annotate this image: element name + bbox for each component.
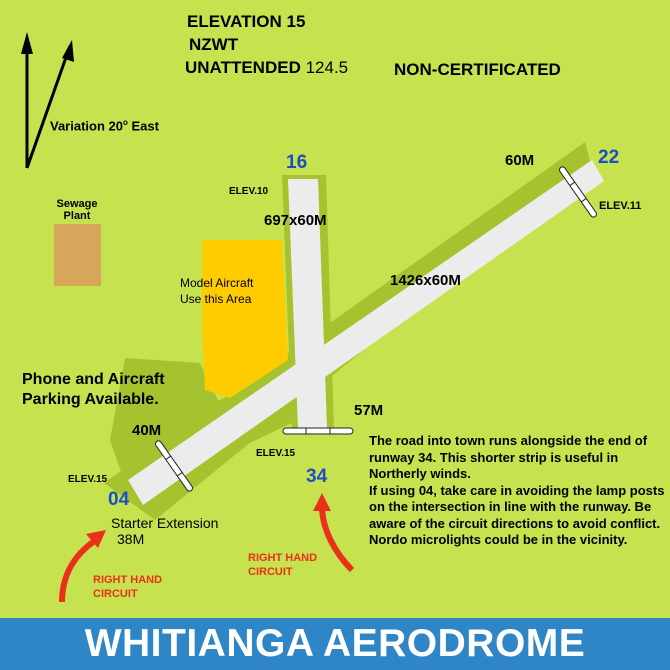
map-graphics	[21, 32, 604, 603]
elevation-16: ELEV.10	[229, 186, 269, 197]
variation-degree: o	[122, 118, 128, 127]
runway-34-width: 57M	[354, 402, 384, 419]
sewage-plant-label: Sewage Plant	[56, 198, 98, 222]
runway-04-22-dimensions: 1426x60M	[390, 272, 461, 289]
unattended-text: UNATTENDED	[185, 58, 301, 77]
starter-extension-length: 38M	[117, 531, 145, 547]
model-aircraft-label: Model Aircraft Use this Area	[180, 276, 254, 306]
airport-code: NZWT	[189, 35, 239, 54]
unattended-label: UNATTENDED 124.5	[185, 58, 348, 78]
elevation-04: ELEV.15	[68, 474, 108, 485]
runway-end-16: 16	[286, 152, 308, 173]
aerodrome-title: WHITIANGA AERODROME	[84, 622, 586, 665]
sewage-plant-area	[54, 224, 101, 286]
elevation-22: ELEV.11	[599, 200, 642, 212]
circuit-label-right: RIGHT HAND CIRCUIT	[248, 552, 318, 578]
runway-04-width: 40M	[132, 422, 162, 439]
elevation-34: ELEV.15	[256, 448, 296, 459]
variation-east: East	[127, 118, 159, 134]
footer-title-bar: WHITIANGA AERODROME	[0, 618, 670, 670]
runway-22-width: 60M	[505, 152, 535, 169]
true-north-arrowhead-icon	[21, 32, 33, 54]
note-paragraph-road: The road into town runs alongside the en…	[369, 433, 648, 481]
runway-end-34: 34	[306, 466, 328, 487]
map-background	[0, 0, 670, 618]
circuit-arrow-left-icon	[59, 537, 98, 603]
grass-strip-parking	[110, 358, 298, 492]
certification-label: NON-CERTIFICATED	[394, 60, 561, 79]
runway-end-04: 04	[108, 489, 130, 510]
note-paragraph-caution: If using 04, take care in avoiding the l…	[369, 482, 665, 548]
runway-end-22: 22	[598, 147, 620, 168]
circuit-arrowhead-left-icon	[86, 530, 106, 548]
threshold-marker-22	[559, 166, 597, 218]
north-arrow-icon	[25, 42, 72, 169]
variation-label: Variation 20o East	[50, 118, 159, 133]
threshold-marker-04	[155, 440, 193, 492]
variation-text: Variation 20	[50, 118, 123, 134]
circuit-arrowhead-right-icon	[313, 493, 331, 511]
runway-04-22	[128, 160, 604, 505]
model-aircraft-area	[202, 240, 288, 398]
aerodrome-note: The road into town runs alongside the en…	[369, 433, 667, 549]
frequency: 124.5	[305, 58, 349, 77]
circuit-label-left: RIGHT HAND CIRCUIT	[93, 574, 163, 600]
threshold-marker-34	[282, 427, 354, 435]
circuit-arrow-right-icon	[319, 505, 355, 573]
parking-label: Phone and Aircraft Parking Available.	[22, 371, 165, 408]
magnetic-north-arrowhead-icon	[62, 40, 74, 62]
starter-extension-label: Starter Extension	[111, 515, 219, 531]
runway-16-34-dimensions: 697x60M	[264, 212, 327, 229]
elevation-label: ELEVATION 15	[187, 12, 306, 31]
